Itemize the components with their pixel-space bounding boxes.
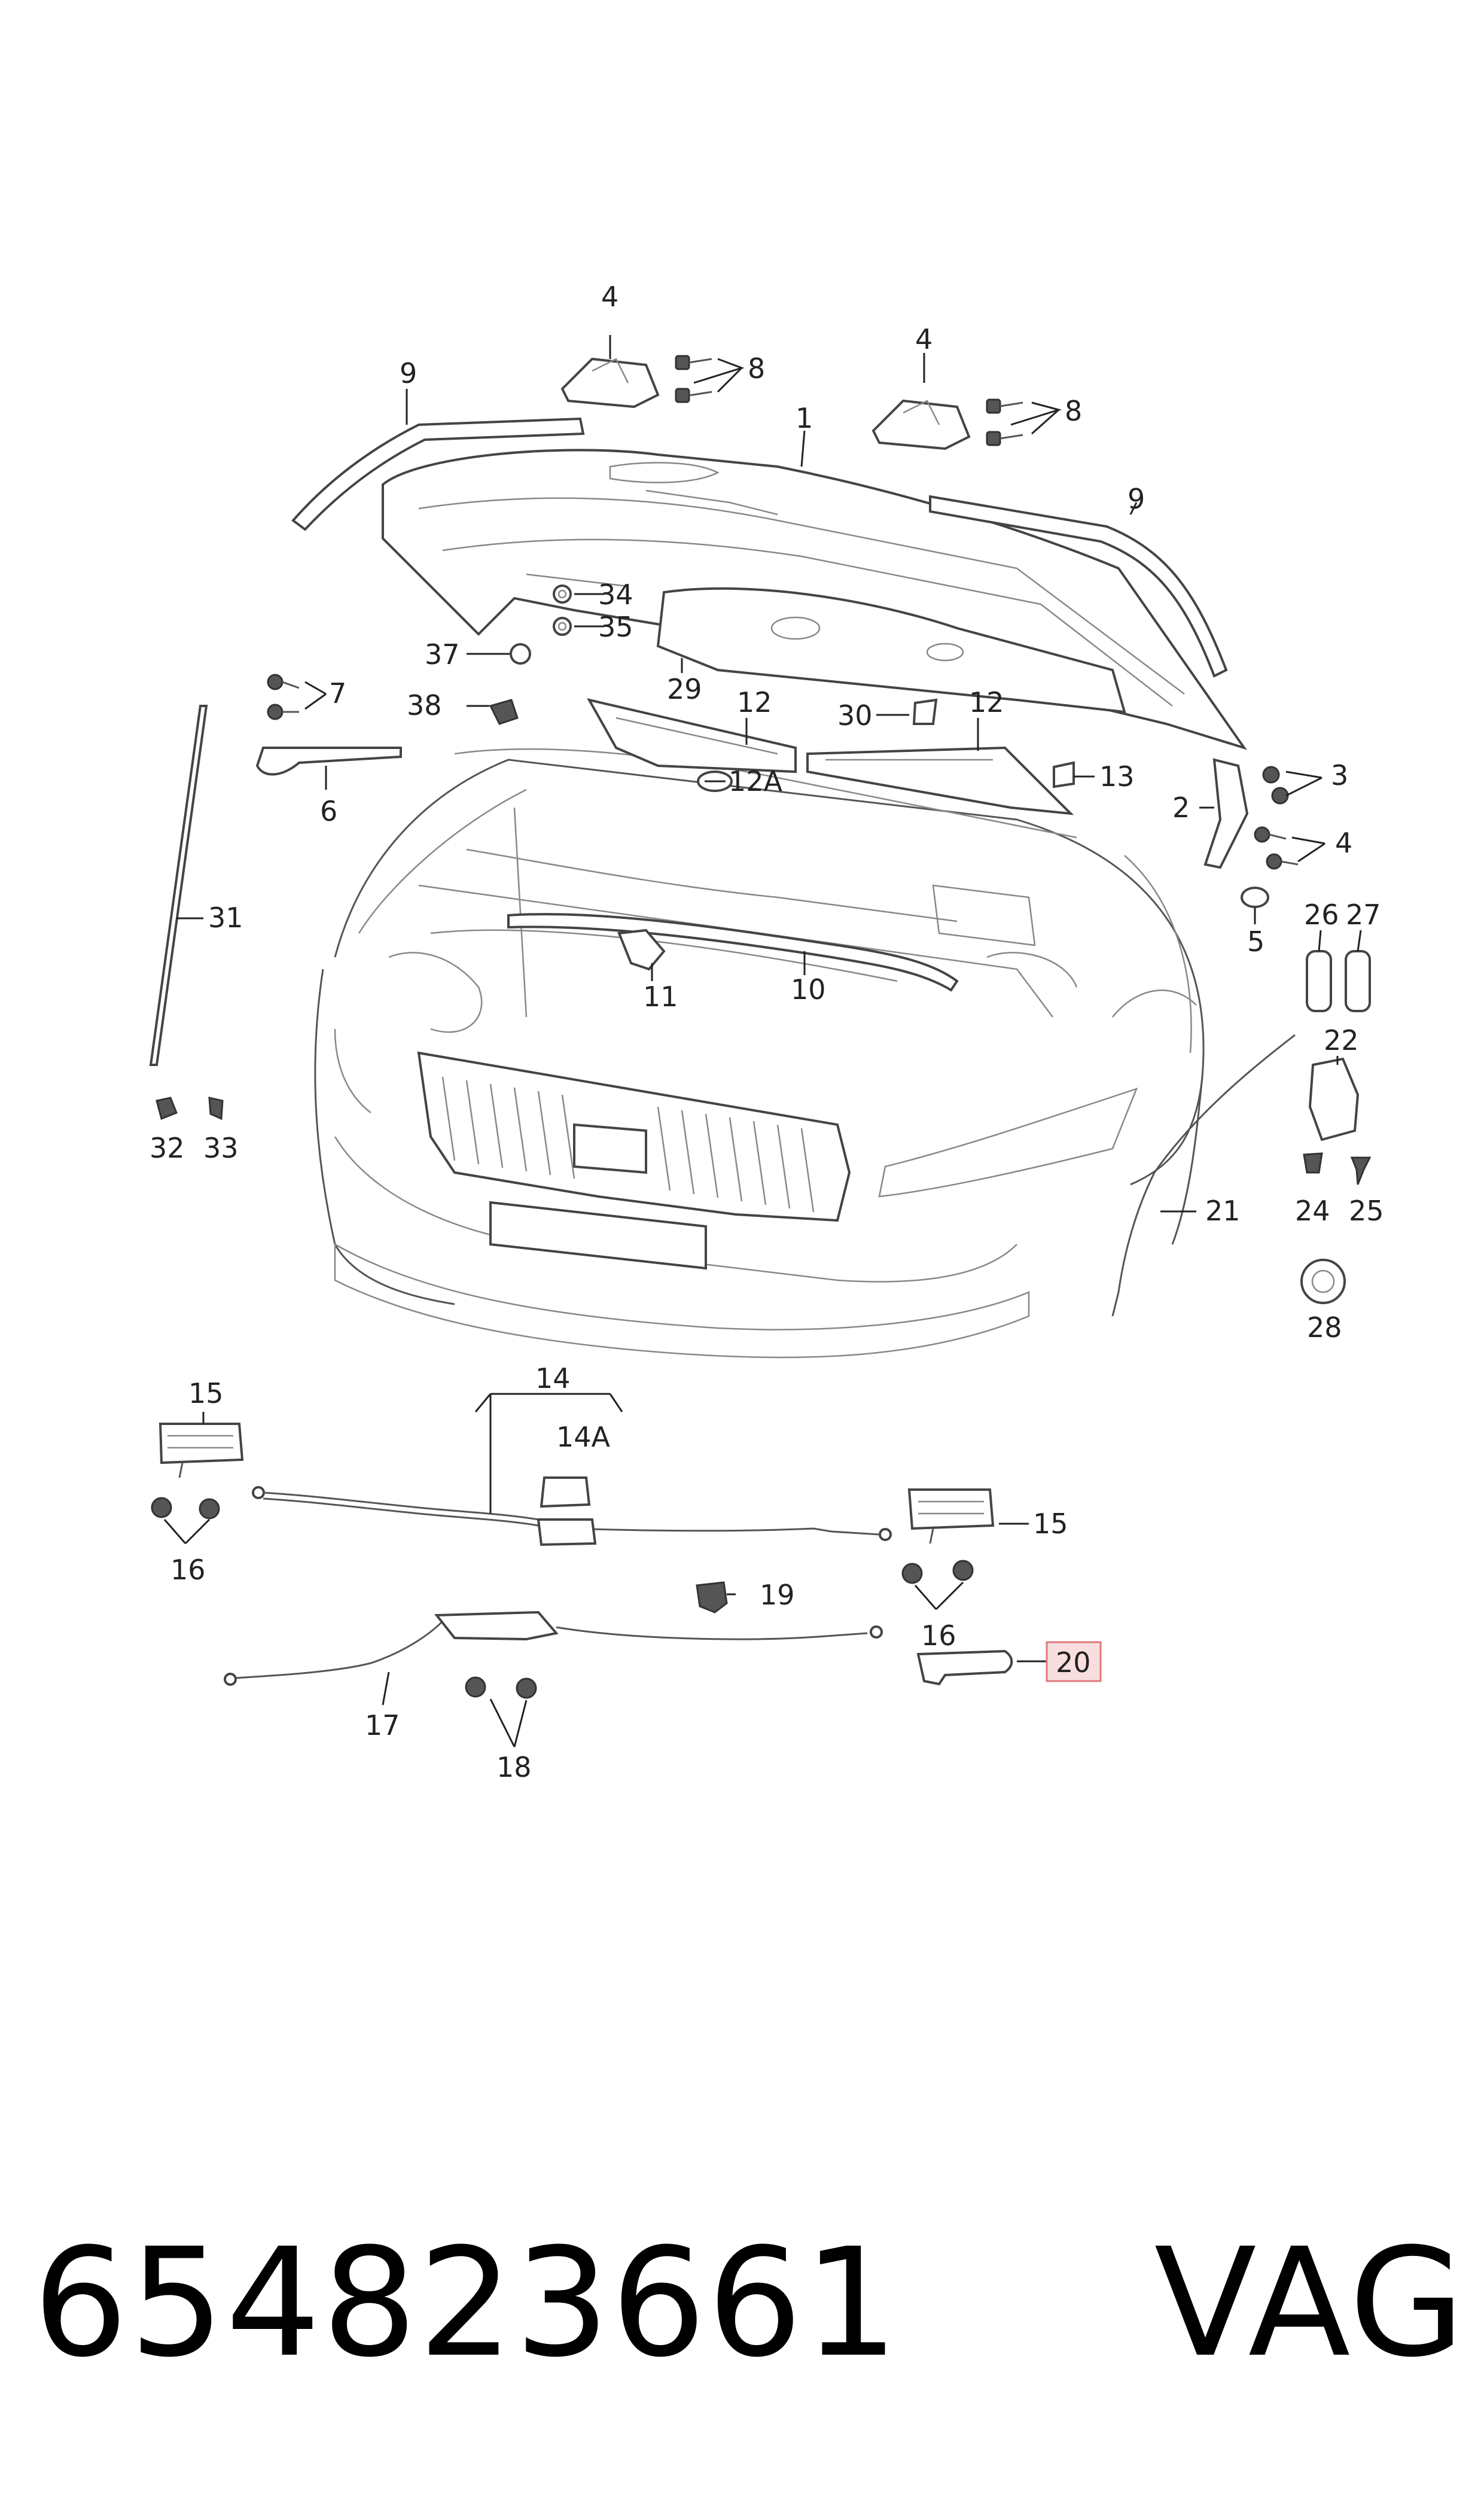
small-clips-34-35 xyxy=(489,584,572,725)
callout-15: 15 xyxy=(188,1377,224,1409)
callout-20: 20 xyxy=(1056,1646,1091,1679)
callout-14: 14 xyxy=(535,1362,571,1395)
car-body-illustration xyxy=(314,748,1205,1359)
callout-labels: 1 4 4 8 8 9 9 34 35 37 38 7 6 29 12 12 3… xyxy=(150,281,1384,1783)
callout-29: 29 xyxy=(667,673,702,705)
cowl-panels-12 xyxy=(587,698,1075,815)
callout-5: 5 xyxy=(1247,925,1264,958)
clip-19 xyxy=(696,1581,728,1613)
callout-19: 19 xyxy=(760,1579,795,1611)
bracket-11 xyxy=(617,928,666,971)
clips-32-33 xyxy=(156,1097,224,1121)
bracket-14A xyxy=(540,1476,591,1508)
callout-32: 32 xyxy=(150,1132,185,1164)
callout-3: 3 xyxy=(1331,759,1348,791)
bolt-8 xyxy=(675,355,1023,446)
callout-28: 28 xyxy=(1307,1311,1342,1344)
bracket-22 xyxy=(1308,1057,1360,1141)
cable-joint xyxy=(537,1518,597,1546)
release-handle-20 xyxy=(916,1649,1013,1686)
hinge-4-right xyxy=(871,399,971,450)
nuts-3 xyxy=(1262,766,1289,805)
callout-16: 16 xyxy=(921,1619,956,1652)
callout-12: 12 xyxy=(969,686,1004,718)
seal-strip-9-left xyxy=(291,417,585,531)
leader-lines xyxy=(163,335,1362,1747)
callout-6: 6 xyxy=(320,795,337,827)
bracket-2 xyxy=(1203,758,1249,869)
callout-35: 35 xyxy=(598,611,633,643)
callout-13: 13 xyxy=(1099,760,1135,793)
bolts-16-left xyxy=(151,1497,220,1520)
callout-12: 12 xyxy=(737,686,772,718)
hinge-4-left xyxy=(560,357,660,409)
lock-15-right xyxy=(907,1488,995,1544)
callout-34: 34 xyxy=(598,578,633,611)
callout-18: 18 xyxy=(496,1751,532,1783)
callout-33: 33 xyxy=(203,1132,239,1164)
callout-16: 16 xyxy=(170,1554,206,1586)
callout-37: 37 xyxy=(425,638,460,671)
callout-25: 25 xyxy=(1349,1195,1384,1227)
brand-text: VAG xyxy=(1154,2216,1466,2390)
callout-8: 8 xyxy=(748,352,765,385)
callout-15: 15 xyxy=(1033,1508,1068,1540)
callout-1: 1 xyxy=(796,402,813,434)
callout-7: 7 xyxy=(329,677,346,710)
cable-17 xyxy=(224,1610,883,1686)
grommet-28 xyxy=(1300,1259,1346,1304)
callout-9: 9 xyxy=(400,357,417,389)
callout-9: 9 xyxy=(1128,483,1145,515)
cap-5 xyxy=(1241,887,1269,908)
bolts-16-right xyxy=(901,1560,974,1584)
callout-4: 4 xyxy=(601,281,618,313)
hood-insulation-29 xyxy=(656,587,1126,714)
callout-30: 30 xyxy=(837,699,873,732)
fasteners-24-25 xyxy=(1303,1152,1372,1185)
bolts-4 xyxy=(1254,826,1299,870)
callout-21: 21 xyxy=(1205,1195,1241,1227)
callout-17: 17 xyxy=(365,1709,400,1741)
seal-strip-9-right xyxy=(929,495,1228,678)
highlight-box-20 xyxy=(1046,1641,1102,1682)
callout-11: 11 xyxy=(643,981,678,1013)
callout-14A: 14A xyxy=(556,1421,611,1453)
bolts-18 xyxy=(465,1676,537,1699)
arm-6 xyxy=(255,674,402,776)
callout-10: 10 xyxy=(791,973,826,1006)
callout-2: 2 xyxy=(1172,791,1190,824)
cable-14 xyxy=(252,1486,892,1541)
callout-4: 4 xyxy=(915,323,933,355)
prop-rod-31 xyxy=(149,705,208,1066)
callout-22: 22 xyxy=(1324,1024,1359,1056)
callout-4: 4 xyxy=(1335,827,1352,859)
release-cable-21 xyxy=(1111,1034,1296,1317)
callout-12A: 12A xyxy=(729,765,783,797)
part-number-text: 654823661 xyxy=(33,2216,900,2390)
callout-8: 8 xyxy=(1065,395,1082,427)
callout-24: 24 xyxy=(1295,1195,1330,1227)
callout-38: 38 xyxy=(407,689,442,721)
callout-27: 27 xyxy=(1346,899,1381,931)
callout-31: 31 xyxy=(208,902,243,934)
bulkhead-seal-10 xyxy=(507,913,959,992)
lock-15-left xyxy=(159,1423,244,1478)
pads-26-27 xyxy=(1306,950,1371,1012)
callout-26: 26 xyxy=(1304,899,1339,931)
